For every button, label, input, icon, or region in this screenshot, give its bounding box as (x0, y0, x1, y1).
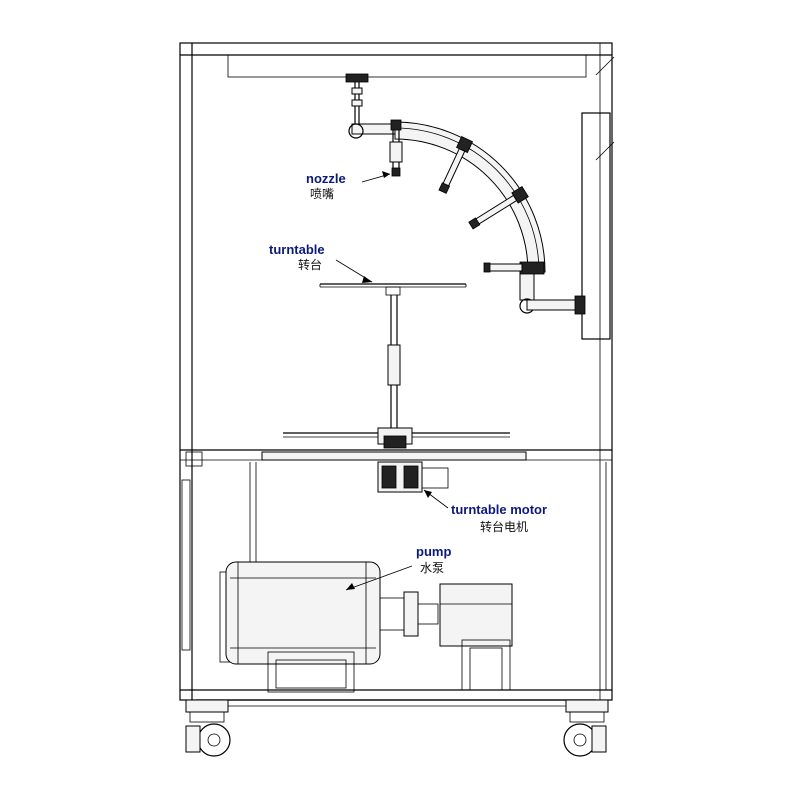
leader-lines (335, 171, 449, 591)
label-pump-zh: 水泵 (420, 561, 444, 575)
turntable-assembly (261, 283, 527, 493)
label-pump-en: pump (416, 544, 451, 559)
caster-left (185, 699, 231, 757)
label-turntable-en: turntable (269, 242, 325, 257)
label-nozzle-zh: 喷嘴 (310, 187, 334, 201)
label-nozzle-en: nozzle (306, 171, 346, 186)
label-turntable-motor-en: turntable motor (451, 502, 547, 517)
pump-assembly (219, 561, 513, 693)
label-turntable-zh: 转台 (298, 257, 322, 272)
label-turntable-motor-zh: 转台电机 (480, 519, 528, 534)
cabinet-frame (179, 42, 615, 707)
caster-right (563, 699, 609, 757)
nozzle-arm-assembly (345, 73, 586, 315)
